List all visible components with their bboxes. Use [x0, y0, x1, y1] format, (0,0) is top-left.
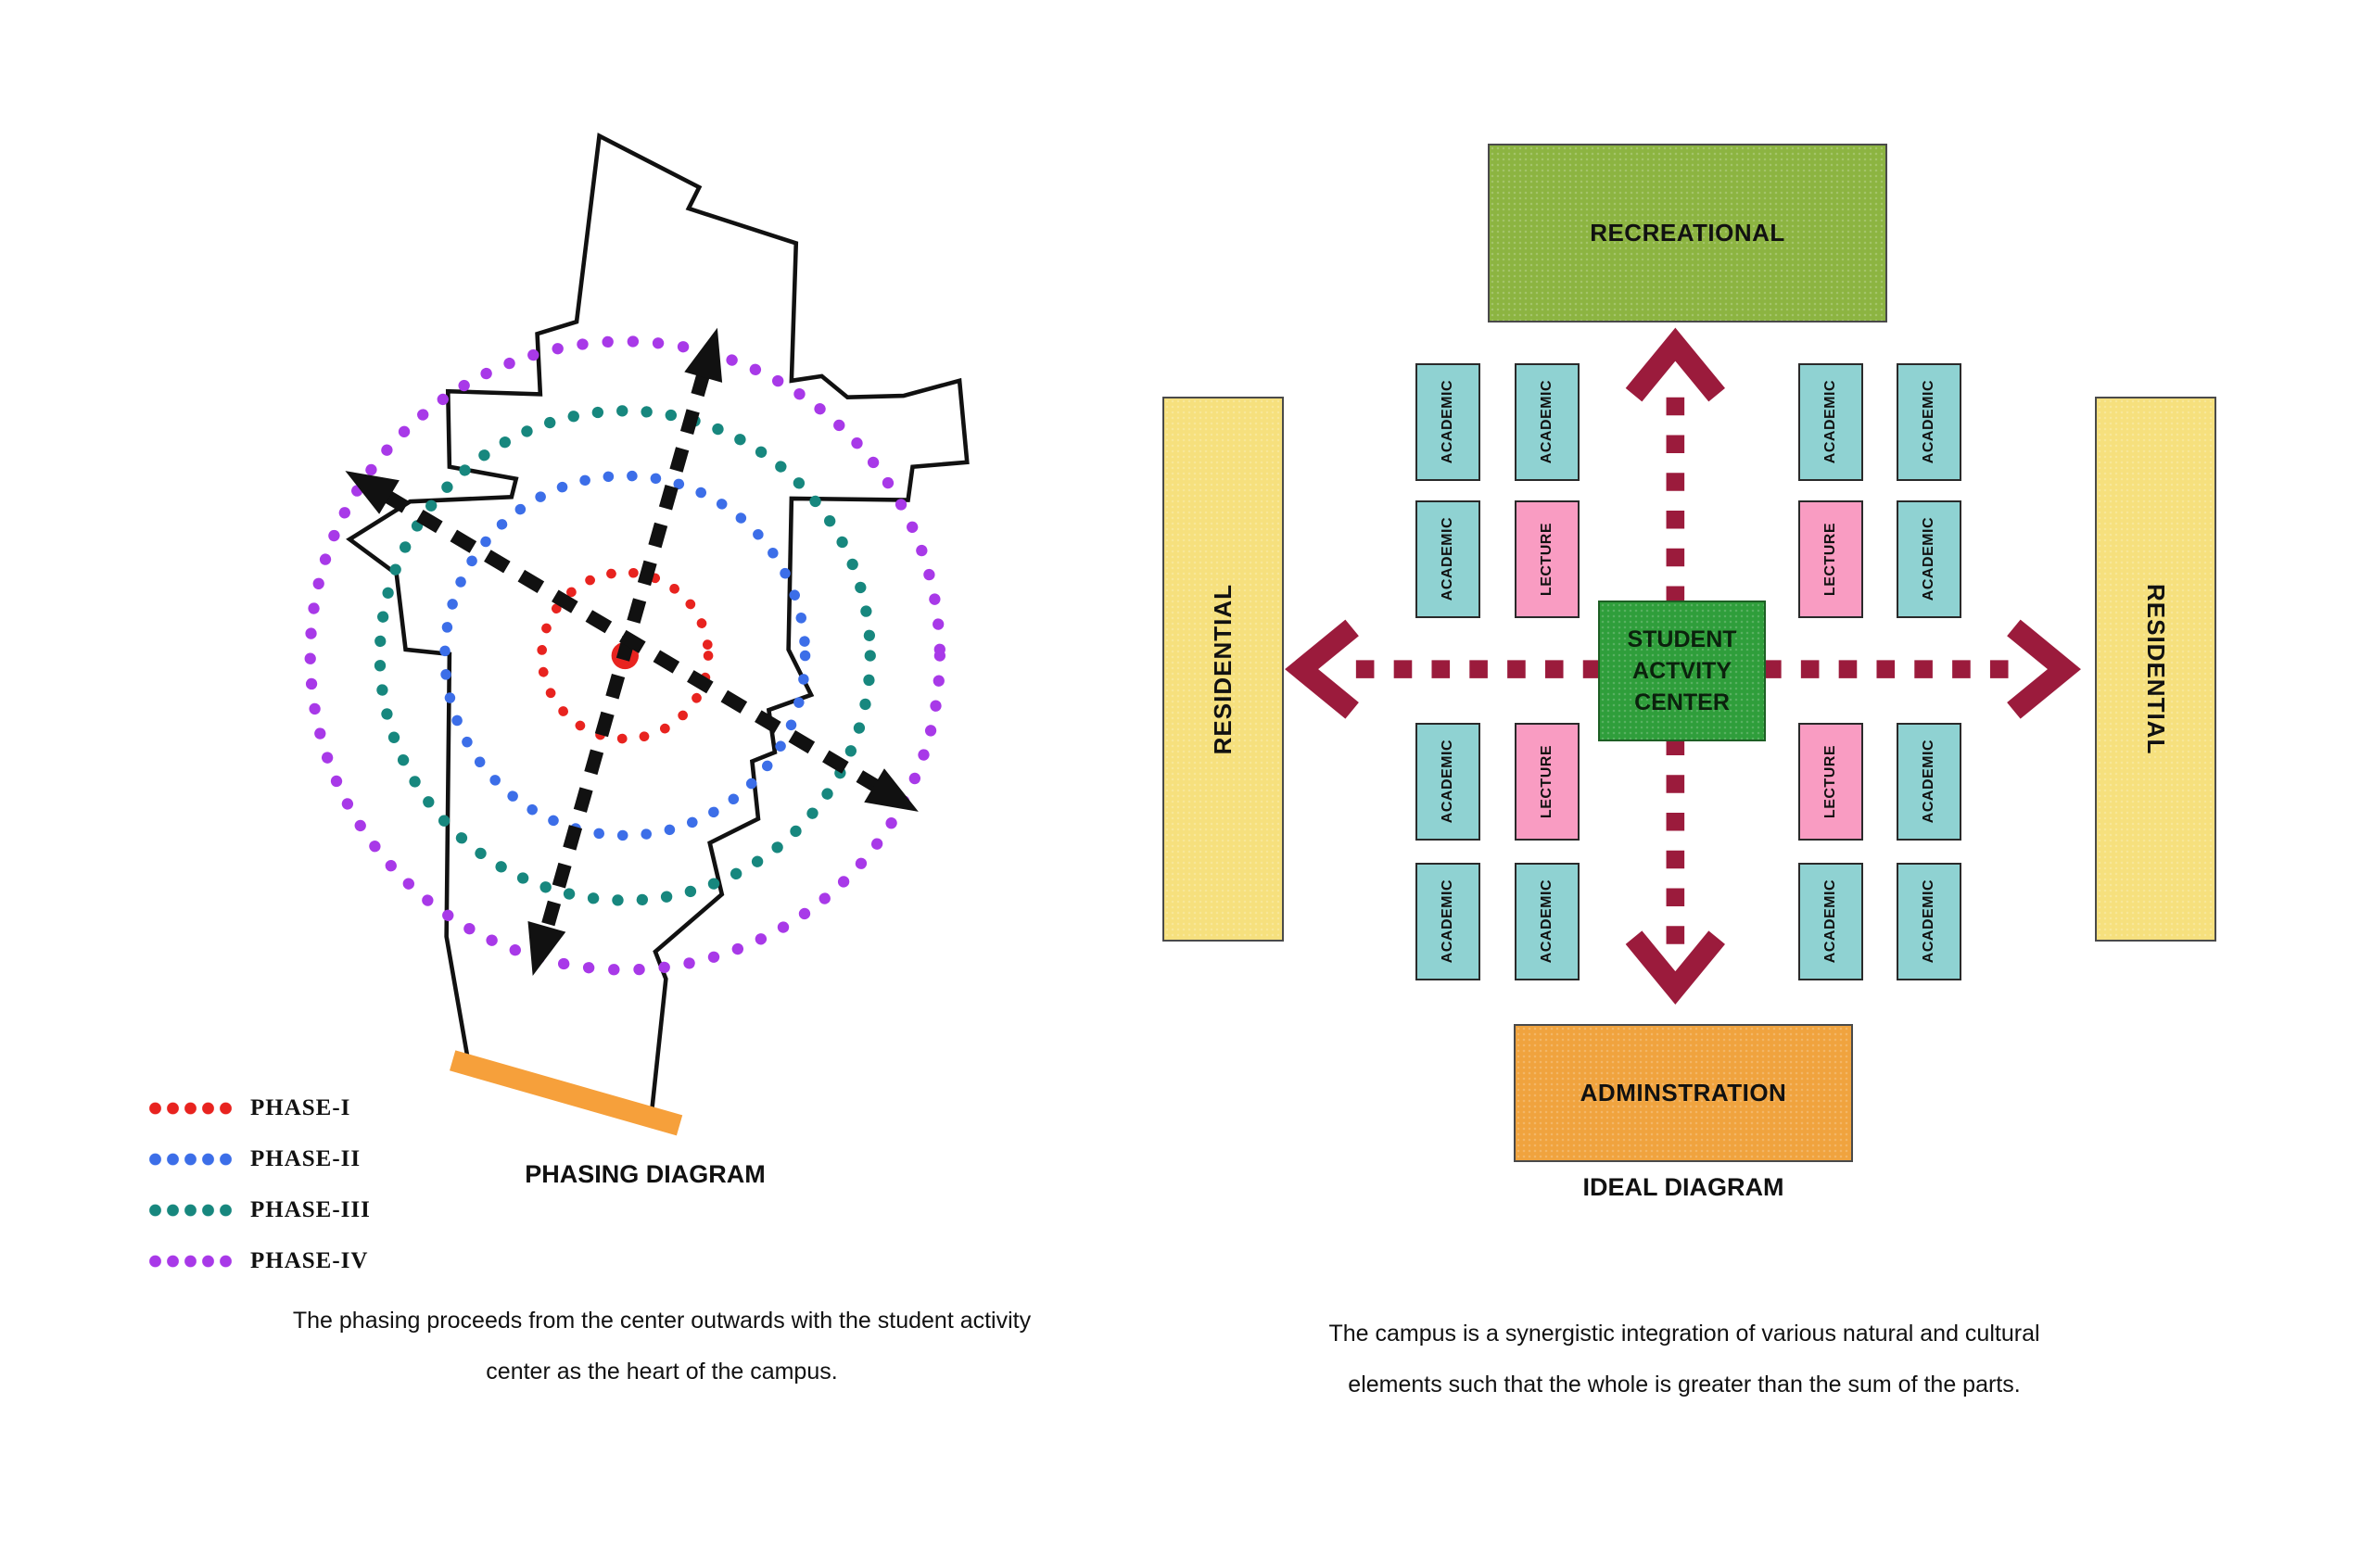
academic-box: ACADEMIC: [1415, 723, 1480, 841]
growth-arrow-diagonal-head-left: [345, 471, 400, 514]
lecture-box-label: LECTURE: [1822, 744, 1838, 819]
phasing-caption: The phasing proceeds from the center out…: [180, 1296, 1144, 1397]
academic-box: ACADEMIC: [1798, 863, 1863, 980]
arrow-head-left: [1285, 619, 1359, 719]
arrow-head-right: [2007, 619, 2081, 719]
academic-box-label: ACADEMIC: [1822, 380, 1838, 464]
student-activity-center-box: STUDENT ACTVITY CENTER: [1598, 601, 1766, 741]
ideal-diagram-arrows: [1285, 327, 2081, 1005]
phasing-caption-line2: center as the heart of the campus.: [486, 1359, 838, 1385]
growth-arrow-diagonal-head-right: [864, 768, 919, 812]
arrow-head-down: [1625, 930, 1725, 1005]
recreational-box: RECREATIONAL: [1488, 144, 1887, 322]
residential-right-label: RESIDENTIAL: [2142, 583, 2170, 755]
academic-box: ACADEMIC: [1798, 363, 1863, 481]
growth-arrow-diagonal: [382, 489, 882, 793]
orange-edge-bar: [450, 1050, 683, 1136]
phase3-dot-swatch: [146, 1204, 234, 1217]
academic-box: ACADEMIC: [1897, 363, 1961, 481]
sac-label-line1: STUDENT: [1627, 626, 1737, 652]
phase4-circle: [304, 335, 945, 976]
lecture-box: LECTURE: [1515, 500, 1580, 618]
academic-box: ACADEMIC: [1415, 863, 1480, 980]
academic-box: ACADEMIC: [1415, 363, 1480, 481]
phase1-circle: [537, 567, 714, 744]
growth-arrow-vertical-head-top: [684, 327, 723, 383]
lecture-box-label: LECTURE: [1822, 522, 1838, 597]
legend-item-phase3: PHASE-III: [146, 1195, 371, 1225]
site-boundary-outline: [346, 133, 970, 1124]
academic-box: ACADEMIC: [1515, 363, 1580, 481]
phase3-label: PHASE-III: [250, 1197, 371, 1222]
academic-box-label: ACADEMIC: [1921, 517, 1936, 601]
academic-box-label: ACADEMIC: [1921, 740, 1936, 824]
ideal-caption-line2: elements such that the whole is greater …: [1348, 1372, 2021, 1397]
academic-box: ACADEMIC: [1415, 500, 1480, 618]
arrow-head-up: [1625, 327, 1725, 402]
academic-box-label: ACADEMIC: [1921, 380, 1936, 464]
ideal-caption-line1: The campus is a synergistic integration …: [1328, 1321, 2040, 1347]
lecture-box: LECTURE: [1798, 723, 1863, 841]
phase4-label: PHASE-IV: [250, 1248, 369, 1273]
adminstration-label: ADMINSTRATION: [1580, 1079, 1787, 1106]
lecture-box-label: LECTURE: [1539, 744, 1555, 819]
phase4-dot-swatch: [146, 1255, 234, 1268]
academic-box-label: ACADEMIC: [1921, 879, 1936, 964]
growth-arrow-vertical: [539, 371, 711, 933]
phase1-label: PHASE-I: [250, 1095, 351, 1120]
academic-box: ACADEMIC: [1897, 500, 1961, 618]
sac-label-line3: CENTER: [1634, 689, 1730, 715]
phase2-dot-swatch: [146, 1153, 234, 1166]
academic-box: ACADEMIC: [1897, 723, 1961, 841]
phase2-circle: [439, 470, 811, 841]
residential-left-box: RESIDENTIAL: [1162, 397, 1284, 942]
legend-item-phase1: PHASE-I: [146, 1094, 371, 1123]
ideal-caption: The campus is a synergistic integration …: [1202, 1309, 2166, 1410]
legend-item-phase4: PHASE-IV: [146, 1246, 371, 1276]
legend-item-phase2: PHASE-II: [146, 1144, 371, 1174]
academic-box-label: ACADEMIC: [1539, 879, 1555, 964]
adminstration-box: ADMINSTRATION: [1514, 1024, 1853, 1162]
phasing-caption-line1: The phasing proceeds from the center out…: [292, 1308, 1032, 1334]
ideal-diagram-title: IDEAL DIAGRAM: [1582, 1173, 1784, 1201]
academic-box-label: ACADEMIC: [1440, 380, 1455, 464]
phase3-circle: [374, 405, 876, 906]
academic-box: ACADEMIC: [1897, 863, 1961, 980]
phase-legend: PHASE-I PHASE-II PHASE-III PHASE-IV: [146, 1094, 371, 1297]
sac-label-line2: ACTVITY: [1632, 658, 1732, 684]
lecture-box: LECTURE: [1515, 723, 1580, 841]
academic-box-label: ACADEMIC: [1440, 517, 1455, 601]
academic-box-label: ACADEMIC: [1440, 879, 1455, 964]
residential-left-label: RESIDENTIAL: [1209, 583, 1237, 755]
lecture-box: LECTURE: [1798, 500, 1863, 618]
academic-box-label: ACADEMIC: [1822, 879, 1838, 964]
phasing-diagram-title: PHASING DIAGRAM: [525, 1160, 766, 1188]
academic-box: ACADEMIC: [1515, 863, 1580, 980]
phase1-dot-swatch: [146, 1102, 234, 1115]
recreational-label: RECREATIONAL: [1590, 219, 1785, 247]
academic-box-label: ACADEMIC: [1440, 740, 1455, 824]
academic-box-label: ACADEMIC: [1539, 380, 1555, 464]
lecture-box-label: LECTURE: [1539, 522, 1555, 597]
growth-arrow-vertical-head-bottom: [527, 921, 566, 977]
residential-right-box: RESIDENTIAL: [2095, 397, 2216, 942]
phasing-diagram: [304, 133, 970, 1136]
phase2-label: PHASE-II: [250, 1146, 362, 1171]
